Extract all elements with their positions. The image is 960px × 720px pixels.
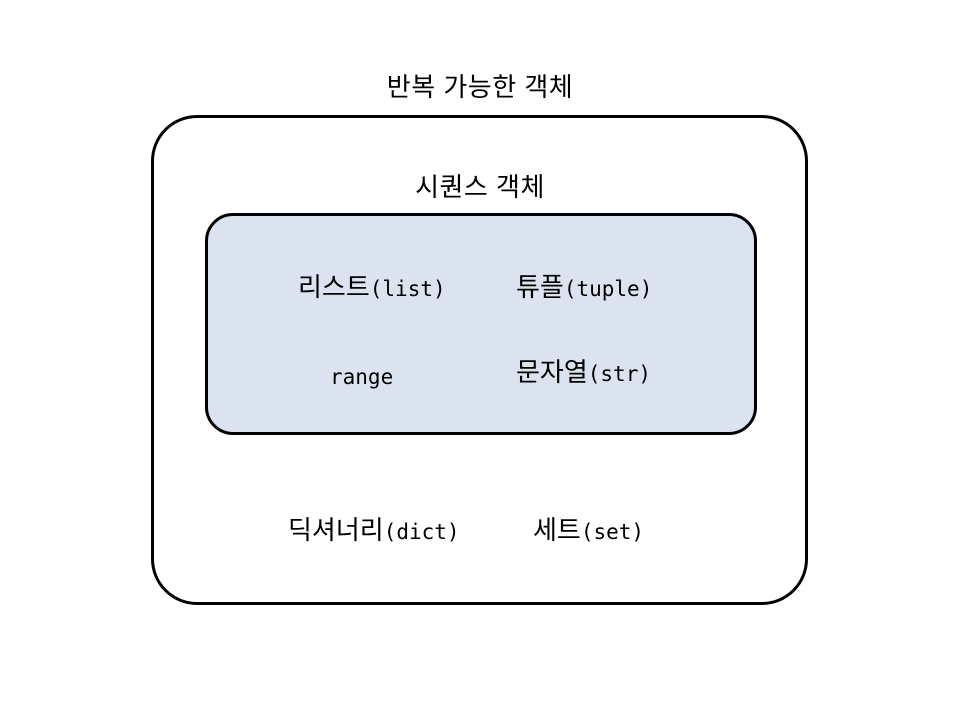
inner-member-list-korean: 리스트 xyxy=(298,272,370,302)
outer-member-set-korean: 세트 xyxy=(533,515,581,545)
inner-member-str-english: (str) xyxy=(587,362,651,386)
outer-member-dict-korean: 딕셔너리 xyxy=(288,515,384,545)
inner-member-tuple-korean: 튜플 xyxy=(516,272,564,302)
inner-member-str: 문자열(str) xyxy=(516,359,651,385)
inner-member-tuple-english: (tuple) xyxy=(563,277,653,301)
inner-group-boundary xyxy=(205,213,757,435)
outer-group-title: 반복 가능한 객체 xyxy=(386,72,574,102)
inner-member-list: 리스트(list) xyxy=(298,274,446,300)
inner-member-tuple: 튜플(tuple) xyxy=(516,274,652,300)
inner-group-title: 시퀀스 객체 xyxy=(415,172,545,202)
inner-member-range: range xyxy=(330,362,393,388)
outer-member-dict-english: (dict) xyxy=(383,520,460,544)
inner-member-range-english: range xyxy=(330,365,394,389)
outer-member-dict: 딕셔너리(dict) xyxy=(288,517,460,543)
outer-member-set-english: (set) xyxy=(580,520,645,544)
inner-member-str-korean: 문자열 xyxy=(516,357,588,387)
outer-member-set: 세트(set) xyxy=(533,517,644,543)
inner-member-list-english: (list) xyxy=(369,277,446,301)
